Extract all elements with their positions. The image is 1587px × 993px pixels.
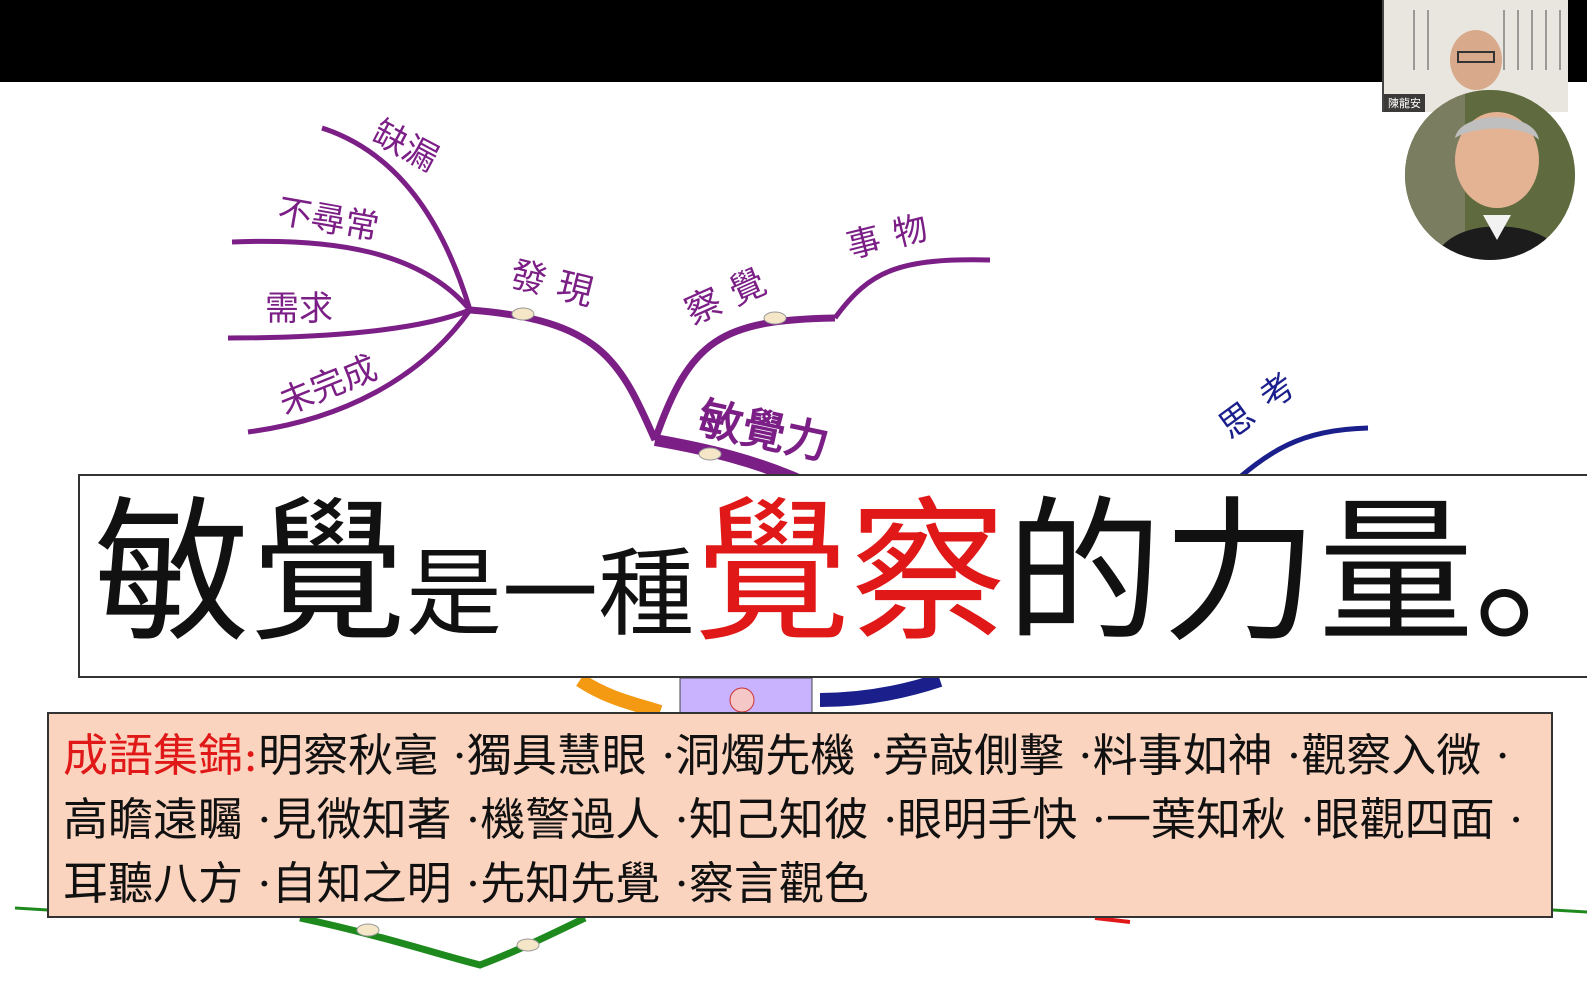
title-part-2: 是一種 <box>406 538 694 650</box>
node-bubble <box>511 307 535 321</box>
title-part-3: 覺察 <box>694 482 1006 664</box>
idiom-panel: 成語集錦:明察秋毫 ·獨具慧眼 ·洞燭先機 ·旁敲側擊 ·料事如神 ·觀察入微 … <box>47 712 1553 918</box>
branch-perceive <box>651 314 836 442</box>
title-part-5: 。 <box>1474 482 1587 664</box>
character-badge <box>729 687 755 713</box>
portrait-image <box>1405 90 1575 260</box>
label-needs: 需求 <box>265 289 333 329</box>
branch-red-stub <box>1094 916 1131 924</box>
branch-line-left <box>14 906 49 912</box>
idiom-text: 明察秋毫 ·獨具慧眼 ·洞燭先機 ·旁敲側擊 ·料事如神 ·觀察入微 ·高瞻遠矚… <box>63 729 1524 910</box>
label-discover: 發現 <box>506 254 609 317</box>
branch-unfinished <box>247 308 473 435</box>
label-things: 事物 <box>843 205 946 267</box>
branch-line-right <box>1552 908 1587 914</box>
branch-needs <box>227 307 471 341</box>
node-bubble <box>763 311 787 325</box>
branch-missing <box>321 125 473 311</box>
node-bubble <box>356 923 380 937</box>
label-missing: 缺漏 <box>366 113 445 180</box>
title-part-4: 的力量 <box>1006 482 1474 664</box>
top-black-bar <box>0 0 1587 82</box>
branch-green <box>299 914 587 969</box>
label-think: 思考 <box>1212 356 1316 447</box>
branch-things <box>832 257 991 320</box>
branch-orange <box>576 674 663 719</box>
title-text: 敏覺是一種覺察的力量。 <box>94 488 1587 676</box>
participant-name: 陳龍安 <box>1384 94 1425 112</box>
title-banner: 敏覺是一種覺察的力量。 <box>78 474 1587 678</box>
branch-navy-lower <box>819 673 943 707</box>
branch-discover <box>469 306 659 442</box>
node-bubble <box>698 447 722 461</box>
branch-unusual <box>231 238 472 312</box>
idiom-label: 成語集錦: <box>63 729 259 782</box>
node-bubble <box>516 938 540 952</box>
presenter-portrait <box>1405 90 1575 260</box>
title-part-1: 敏覺 <box>94 482 406 664</box>
